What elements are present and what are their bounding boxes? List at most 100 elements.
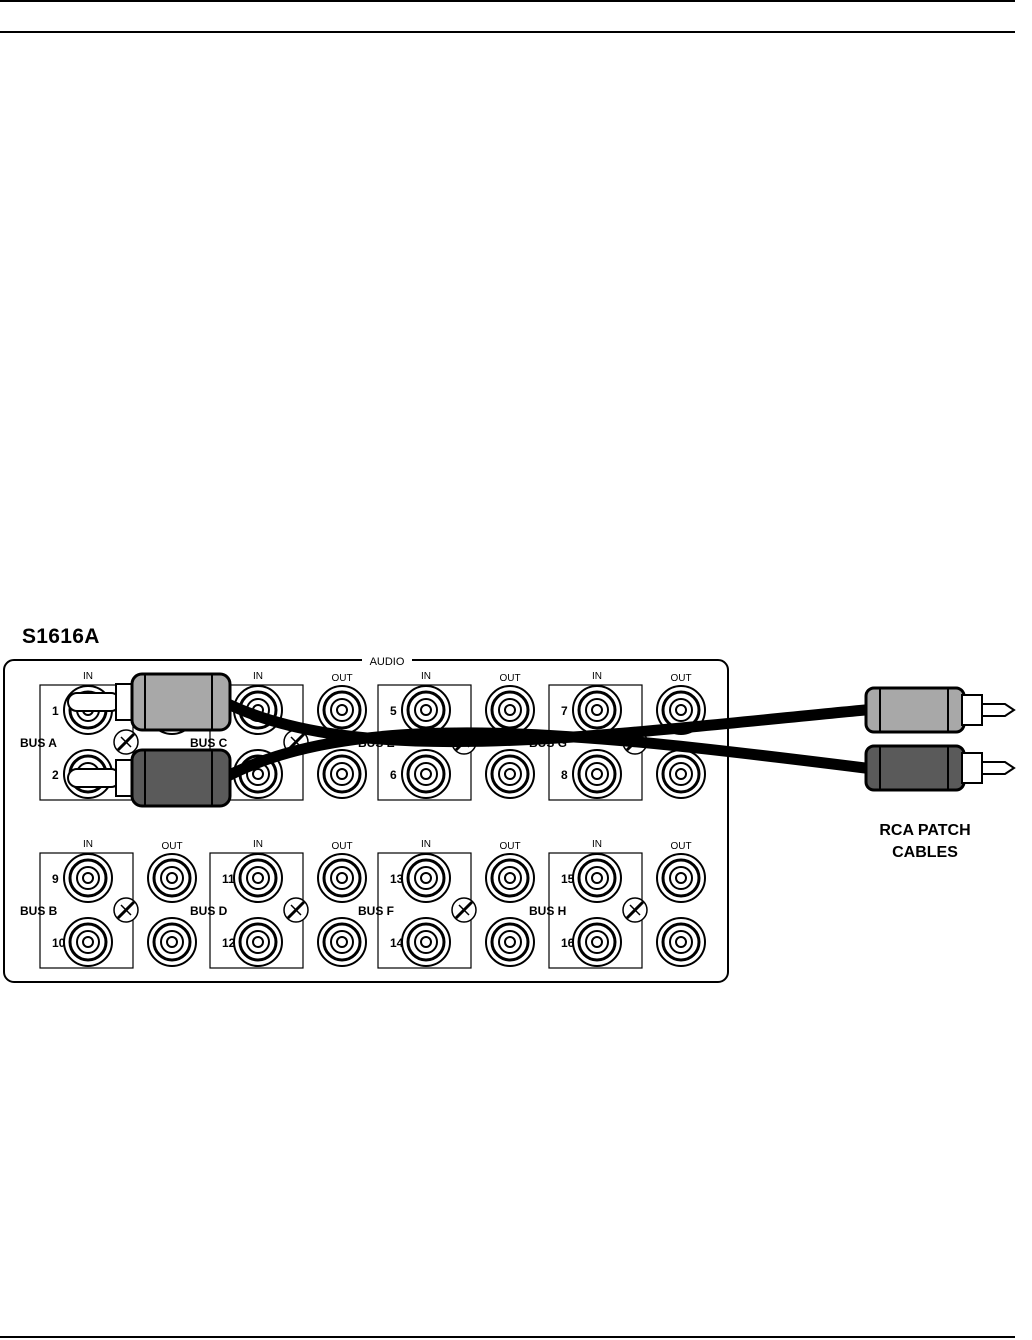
input-number-12: 12	[222, 936, 236, 950]
input-jack-7-inner-ring	[585, 698, 609, 722]
input-jack-5-middle-ring	[406, 690, 446, 730]
input-jack-6-middle-ring	[406, 754, 446, 794]
input-jack-11-middle-ring	[238, 858, 278, 898]
upper-right-rca-plug-tip	[981, 703, 1016, 717]
bus-group-bus-a-screw-cross	[120, 736, 132, 748]
bus-group-bus-e-in-label: IN	[421, 671, 431, 682]
upper-right-rca-plug	[864, 686, 1016, 734]
output-jack-7-inner-ring	[669, 698, 693, 722]
input-jack-11-inner-ring	[246, 866, 270, 890]
bus-group-bus-g-out-label: OUT	[670, 673, 691, 684]
input-number-5: 5	[390, 704, 397, 718]
output-jack-13-inner-ring	[498, 866, 522, 890]
input-number-1: 1	[52, 704, 59, 718]
input-jack-15	[572, 853, 622, 903]
input-number-10: 10	[52, 936, 66, 950]
output-jack-6-middle-ring	[490, 754, 530, 794]
input-jack-13-center-pin	[420, 872, 432, 884]
output-jack-13-middle-ring	[490, 858, 530, 898]
footer-rule	[0, 1336, 1015, 1338]
input-jack-5	[401, 685, 451, 735]
output-jack-14	[485, 917, 535, 967]
output-jack-8-center-pin	[675, 768, 687, 780]
output-jack-11-inner-ring	[330, 866, 354, 890]
bus-group-bus-f-in-label: IN	[421, 839, 431, 850]
input-jack-15-inner-ring	[585, 866, 609, 890]
input-jack-8-center-pin	[591, 768, 603, 780]
output-jack-4-middle-ring	[322, 754, 362, 794]
input-jack-12-inner-ring	[246, 930, 270, 954]
output-jack-11	[317, 853, 367, 903]
input-jack-10-middle-ring	[68, 922, 108, 962]
input-jack-12-center-pin	[252, 936, 264, 948]
output-jack-9-middle-ring	[152, 858, 192, 898]
input-number-11: 11	[222, 872, 235, 886]
output-jack-12-inner-ring	[330, 930, 354, 954]
input-jack-12	[233, 917, 283, 967]
patch-panel-diagram: AUDIO INOUT12BUS AINOUT34BUS CINOUT56BUS…	[3, 652, 1016, 983]
output-jack-11-center-pin	[336, 872, 348, 884]
output-jack-3	[317, 685, 367, 735]
output-jack-6	[485, 749, 535, 799]
bus-group-bus-c-label: BUS C	[190, 736, 228, 750]
output-jack-13	[485, 853, 535, 903]
input-jack-16-center-pin	[591, 936, 603, 948]
bus-group-bus-c-out-label: OUT	[331, 673, 352, 684]
output-jack-8-inner-ring	[669, 762, 693, 786]
input-jack-7-middle-ring	[577, 690, 617, 730]
input-jack-4-center-pin	[252, 768, 264, 780]
input-jack-16-middle-ring	[577, 922, 617, 962]
input-jack-9-center-pin	[82, 872, 94, 884]
bus-group-bus-c-in-label: IN	[253, 671, 263, 682]
input-jack-15-middle-ring	[577, 858, 617, 898]
output-jack-15	[656, 853, 706, 903]
input-number-8: 8	[561, 768, 568, 782]
output-jack-15-middle-ring	[661, 858, 701, 898]
input-jack-16	[572, 917, 622, 967]
output-jack-10	[147, 917, 197, 967]
input-number-16: 16	[561, 936, 575, 950]
output-jack-7-center-pin	[675, 704, 687, 716]
output-jack-12-middle-ring	[322, 922, 362, 962]
input-jack-10	[63, 917, 113, 967]
bus-group-bus-d-label: BUS D	[190, 904, 228, 918]
bus-group-bus-d-in-label: IN	[253, 839, 263, 850]
input-jack-9	[63, 853, 113, 903]
output-jack-4-inner-ring	[330, 762, 354, 786]
bus-group-bus-d: IN OUT 11 12 BUS D	[190, 839, 367, 969]
input-jack-8	[572, 749, 622, 799]
input-jack-6-center-pin	[420, 768, 432, 780]
bus-group-bus-h-in-label: IN	[592, 839, 602, 850]
input-jack-9-middle-ring	[68, 858, 108, 898]
input-number-7: 7	[561, 704, 568, 718]
output-jack-16	[656, 917, 706, 967]
output-jack-6-inner-ring	[498, 762, 522, 786]
output-jack-14-center-pin	[504, 936, 516, 948]
input-number-9: 9	[52, 872, 59, 886]
output-jack-5-center-pin	[504, 704, 516, 716]
bus-group-bus-f-out-label: OUT	[499, 841, 520, 852]
output-jack-15-inner-ring	[669, 866, 693, 890]
input-jack-11-center-pin	[252, 872, 264, 884]
upper-cable-wire	[218, 696, 871, 748]
bus-group-bus-b-screw-cross	[120, 904, 132, 916]
input-jack-16-inner-ring	[585, 930, 609, 954]
cables-label-line2: CABLES	[892, 844, 958, 861]
bus-group-bus-b-label: BUS B	[20, 904, 58, 918]
bus-group-bus-e-out-label: OUT	[499, 673, 520, 684]
model-title: S1616A	[22, 625, 100, 648]
input-jack-14-center-pin	[420, 936, 432, 948]
bus-group-bus-f-label: BUS F	[358, 904, 394, 918]
input-jack-6-inner-ring	[414, 762, 438, 786]
input-jack-12-middle-ring	[238, 922, 278, 962]
header-rule-top	[0, 0, 1015, 2]
input-jack-14	[401, 917, 451, 967]
bus-group-bus-b-out-label: OUT	[161, 841, 182, 852]
bus-group-bus-d-screw	[283, 897, 309, 923]
bus-group-bus-d-out-label: OUT	[331, 841, 352, 852]
lower-right-rca-plug-collar	[961, 752, 983, 784]
output-jack-4-center-pin	[336, 768, 348, 780]
bus-group-bus-h-screw-cross	[629, 904, 641, 916]
input-number-15: 15	[561, 872, 575, 886]
